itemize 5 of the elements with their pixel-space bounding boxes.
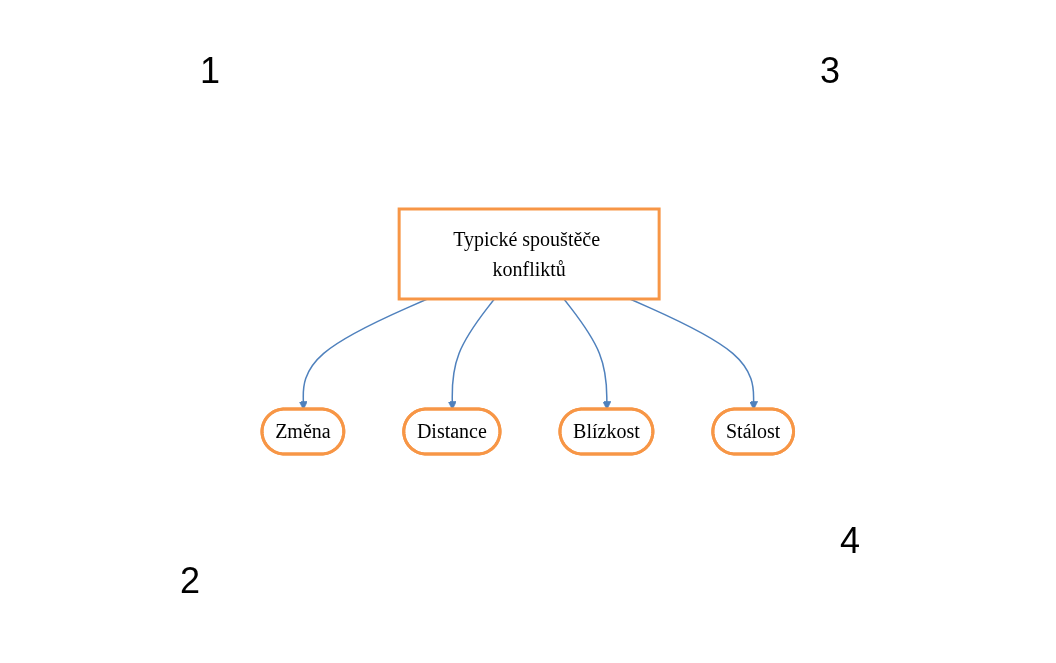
corner-number: 1 [200, 50, 221, 92]
node-box: Typické spouštěče konfliktů [397, 207, 661, 301]
corner-number: 3 [820, 50, 841, 92]
corner-number: 2 [180, 560, 201, 602]
corner-number: 4 [840, 520, 861, 562]
